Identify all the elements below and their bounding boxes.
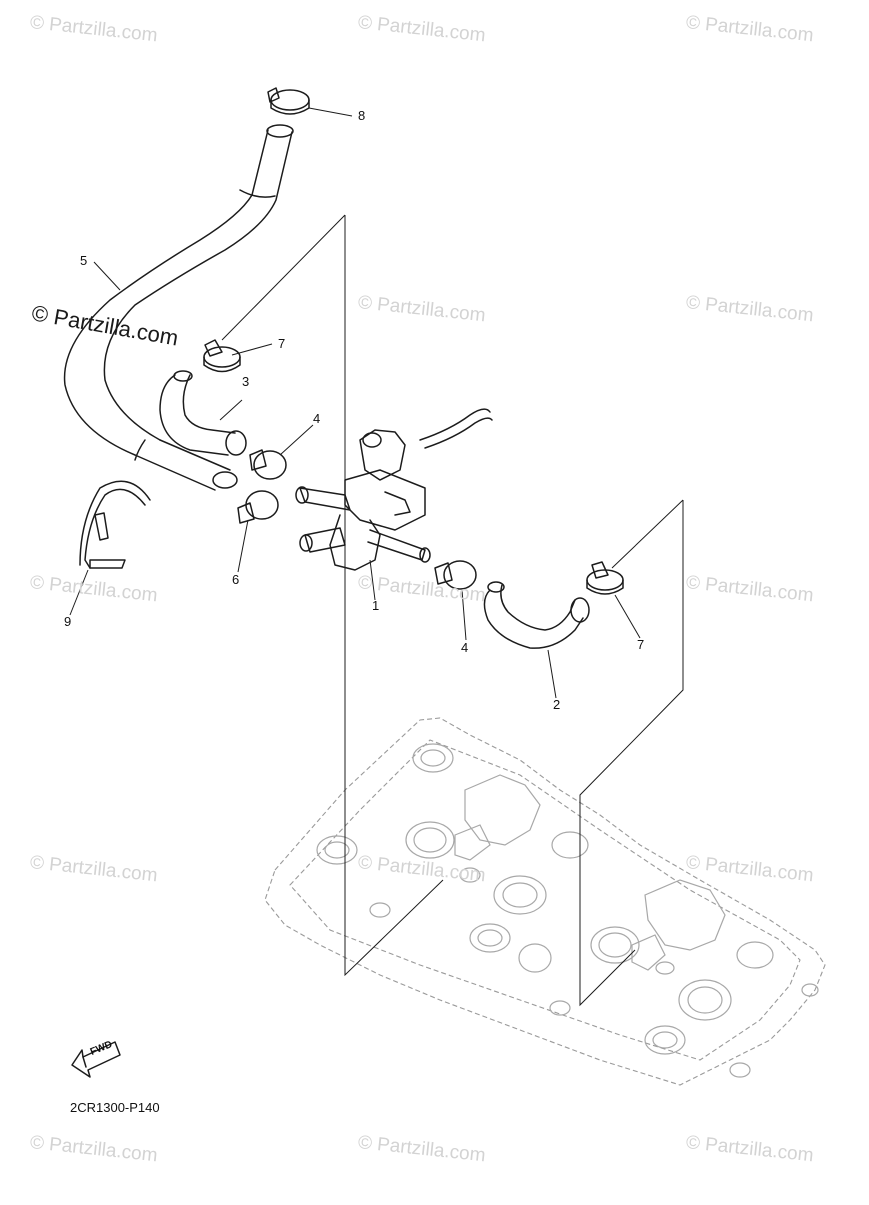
callout-2[interactable]: 2	[553, 697, 561, 712]
callout-5[interactable]: 5	[80, 253, 88, 268]
callout-4[interactable]: 4	[313, 411, 321, 426]
clamp-6	[237, 490, 279, 524]
callout-8[interactable]: 8	[358, 108, 366, 123]
clamp-7-left	[203, 339, 241, 373]
hose-3	[159, 370, 247, 456]
fwd-arrow-icon	[71, 1041, 121, 1078]
hose-5	[63, 124, 294, 491]
clamp-4-right	[434, 560, 477, 590]
cylinder-head-cover	[264, 717, 826, 1086]
callout-9[interactable]: 9	[64, 614, 72, 629]
callout-7[interactable]: 7	[637, 637, 645, 652]
diagram-code: 2CR1300-P140	[70, 1100, 160, 1115]
hose-2	[483, 581, 590, 649]
band-9	[79, 480, 151, 569]
alignment-lines	[221, 214, 684, 1007]
callout-3[interactable]: 3	[242, 374, 250, 389]
callout-4[interactable]: 4	[461, 640, 469, 655]
callout-7[interactable]: 7	[278, 336, 286, 351]
clamp-7-right	[586, 561, 624, 595]
clamp-4-left	[249, 449, 287, 480]
air-valve-1	[295, 408, 493, 571]
callout-leaders	[69, 107, 641, 699]
callout-1[interactable]: 1	[372, 598, 380, 613]
clamp-8	[267, 87, 310, 115]
callout-6[interactable]: 6	[232, 572, 240, 587]
